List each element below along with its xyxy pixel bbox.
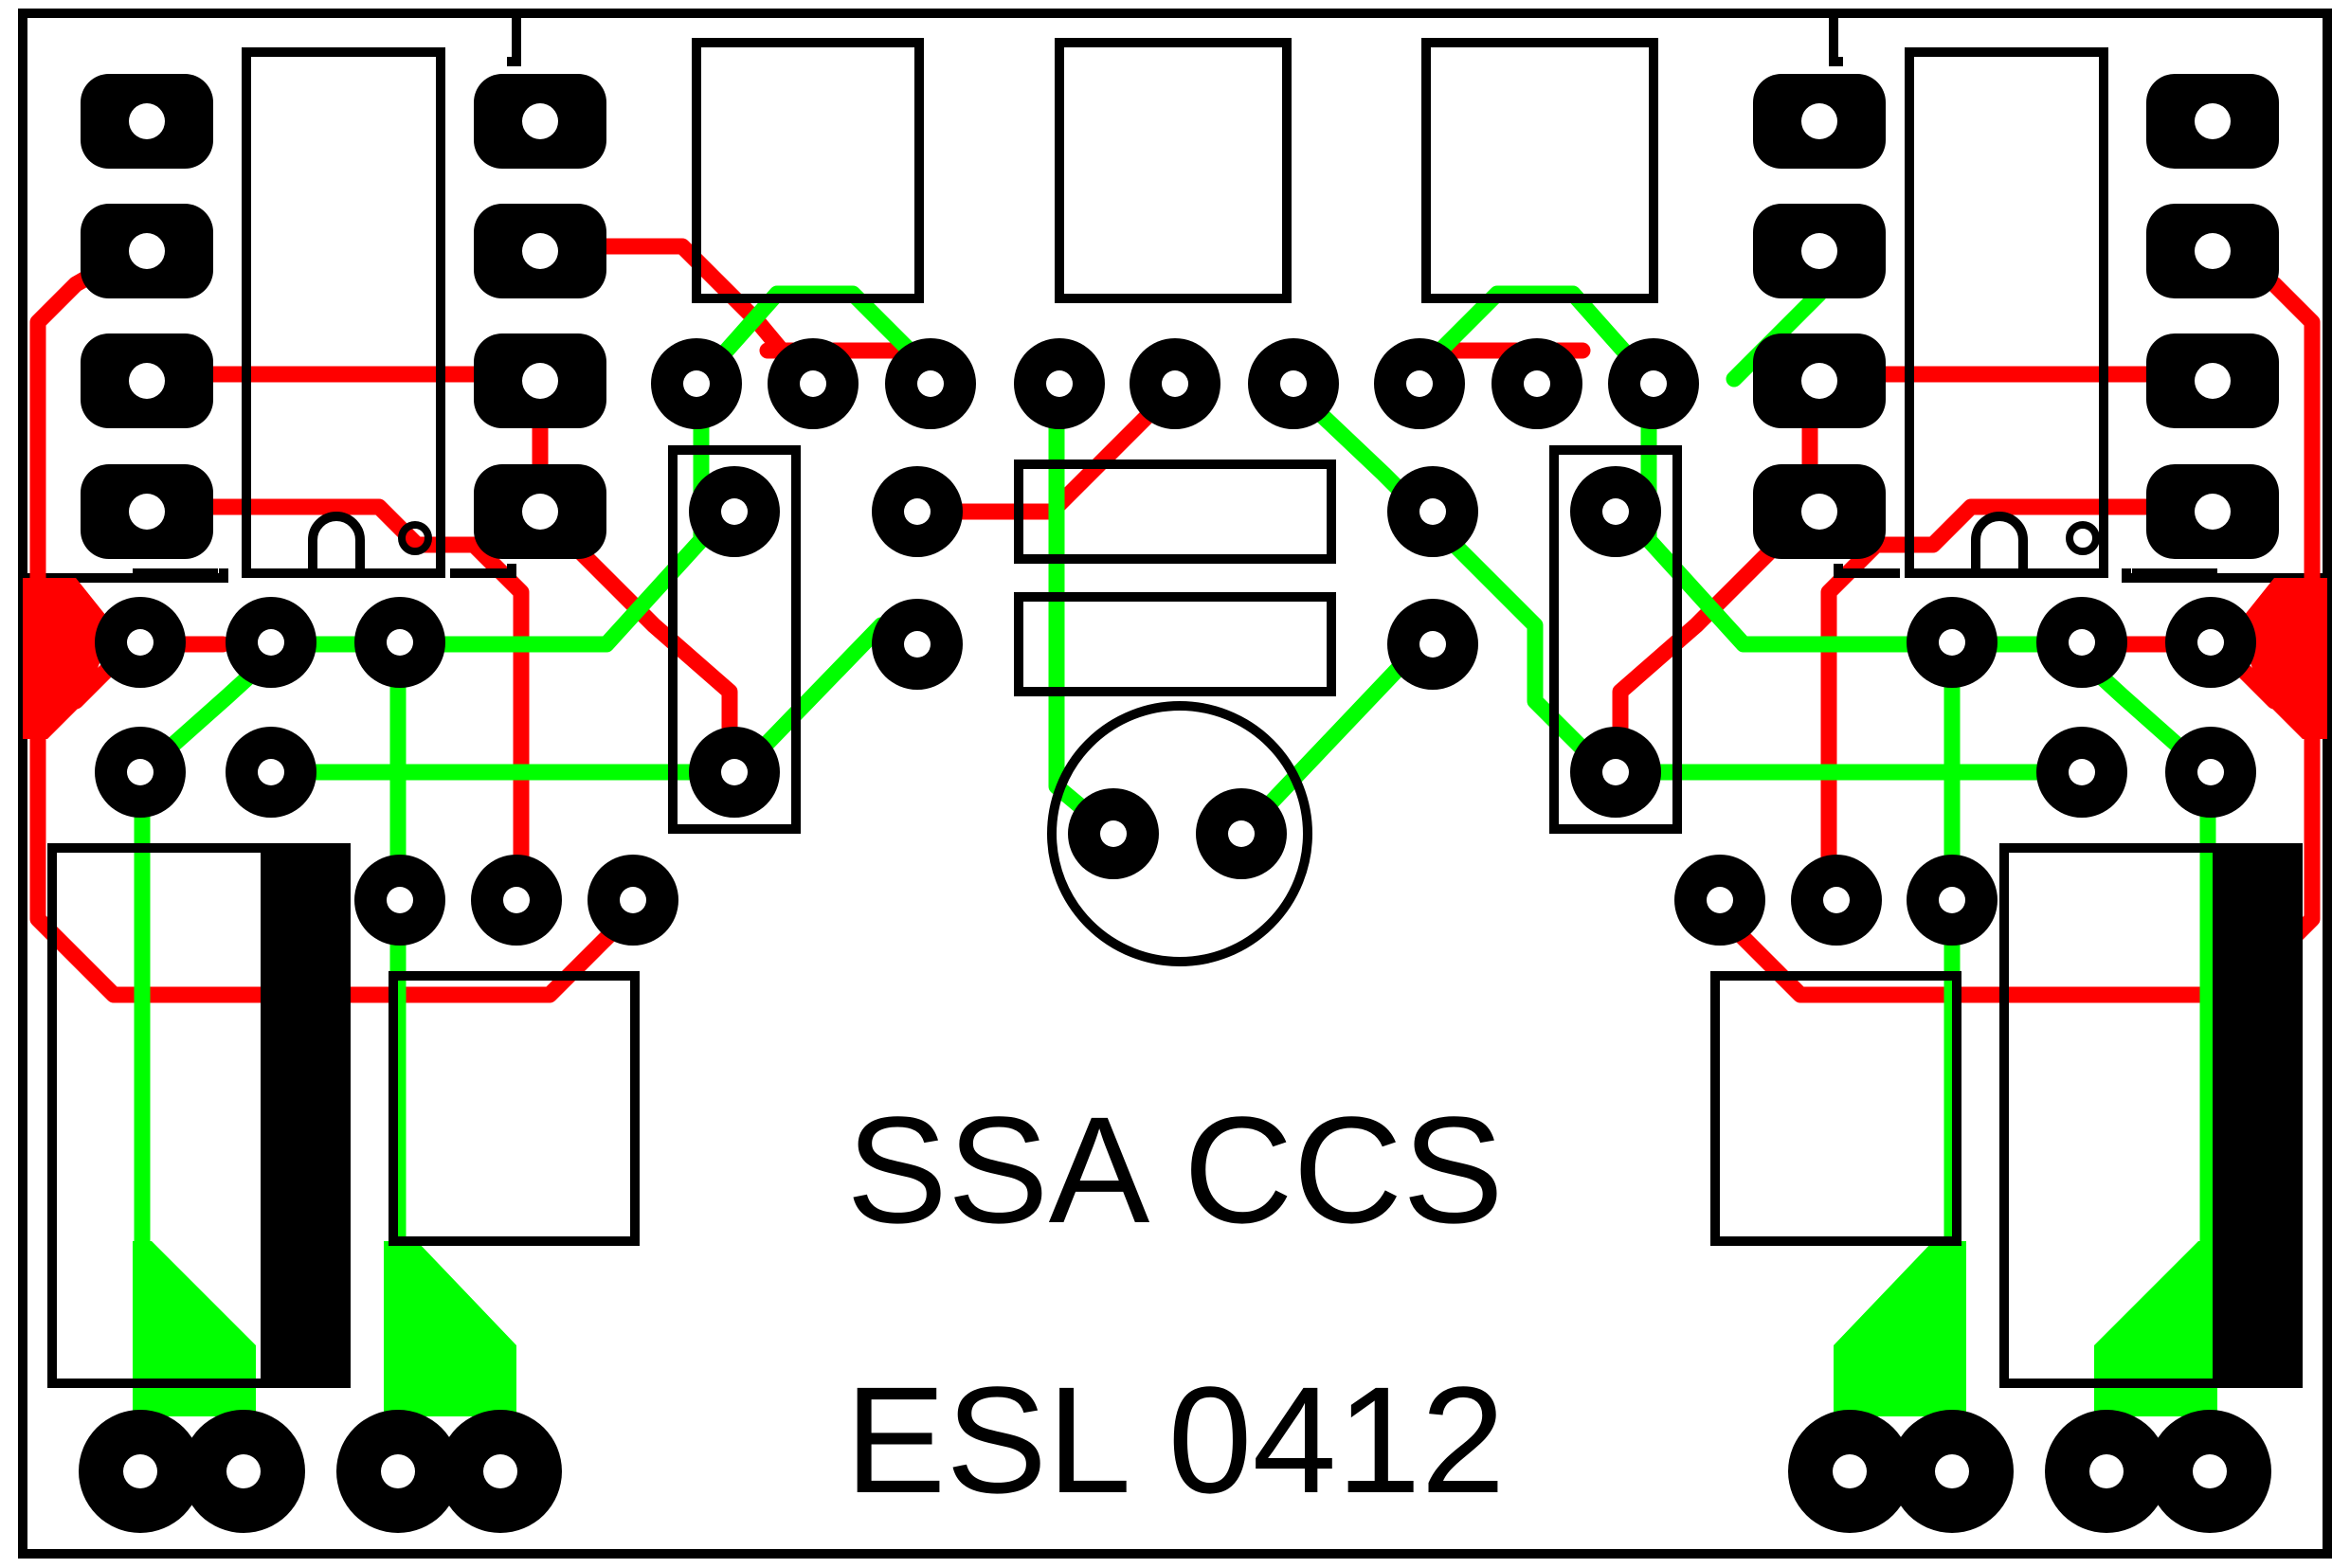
silkscreen-outlines [47, 13, 2303, 1388]
square-pads [81, 74, 2279, 559]
pin1-markers [398, 521, 2100, 555]
round-pads [79, 338, 2271, 1533]
top-copper-pours [23, 578, 2327, 739]
bottom-copper-pours [133, 1241, 2217, 1416]
capacitor-polarity-bars [261, 848, 2298, 1383]
board-label-code: ESL 0412 [845, 1355, 1506, 1524]
board-label-title: SSA CCS [846, 1085, 1504, 1254]
board-outline [18, 9, 2332, 1559]
